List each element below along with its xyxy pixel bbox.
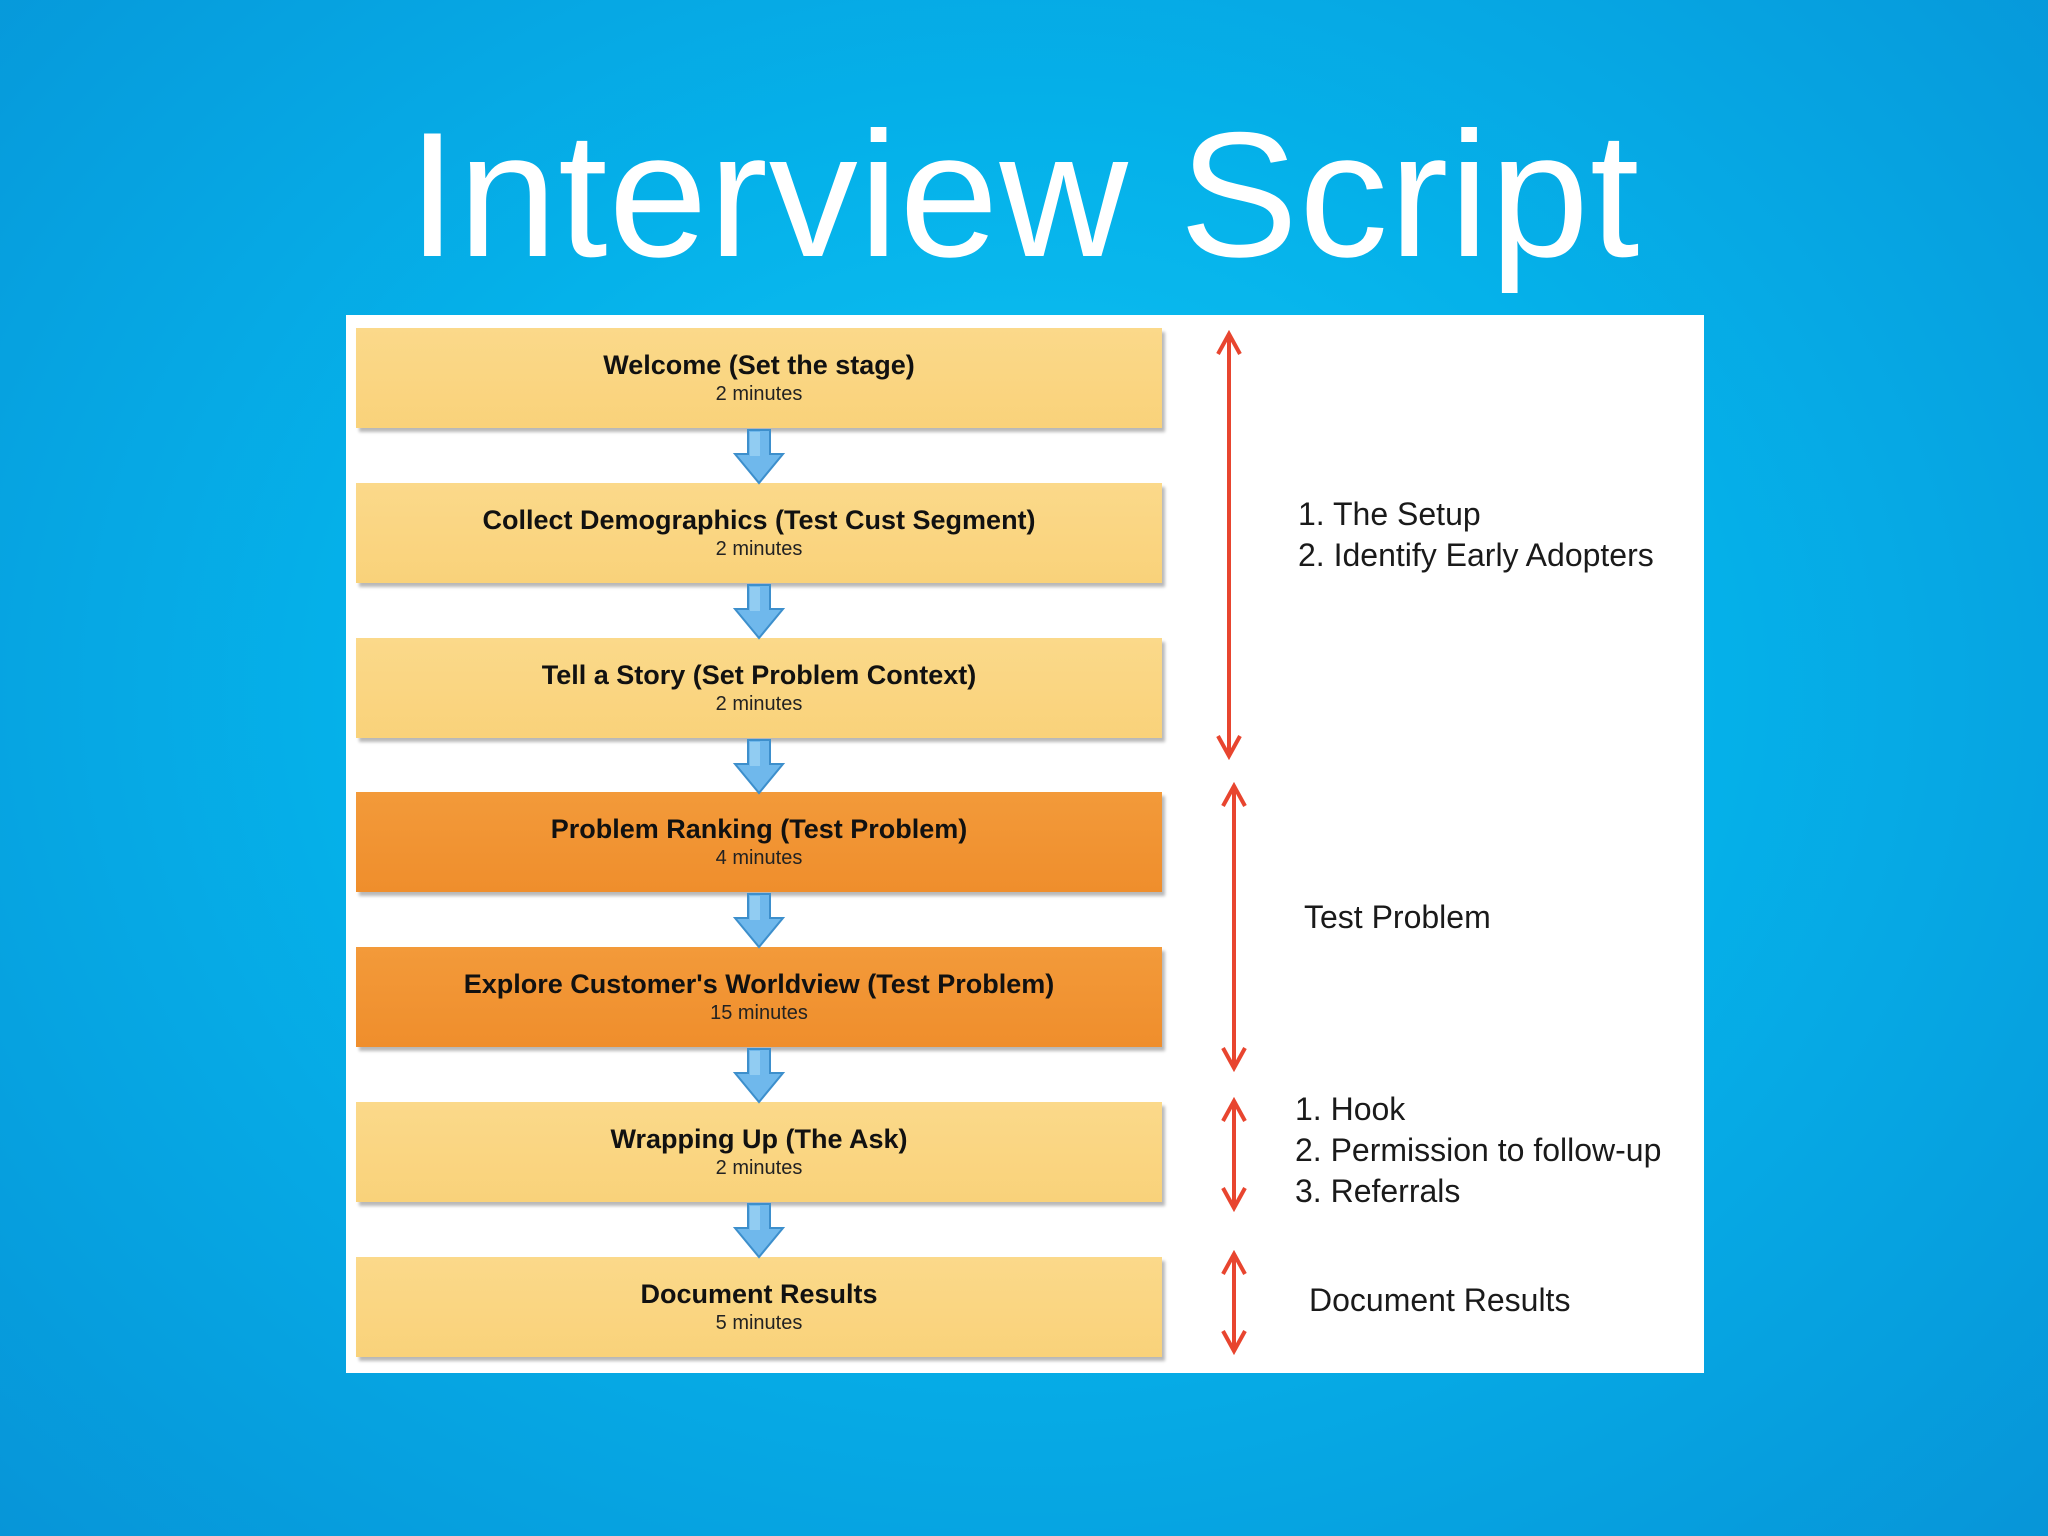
- phase-note-wrap-up: 1. Hook 2. Permission to follow-up 3. Re…: [1295, 1089, 1661, 1212]
- step-title: Wrapping Up (The Ask): [610, 1124, 908, 1154]
- step-title: Document Results: [640, 1279, 878, 1309]
- phase-note-line: Test Problem: [1304, 899, 1491, 935]
- phase-note-document-results: Document Results: [1309, 1280, 1570, 1321]
- slide-title: Interview Script: [407, 95, 1641, 294]
- step-title: Problem Ranking (Test Problem): [550, 814, 968, 844]
- phase-note-setup: 1. The Setup 2. Identify Early Adopters: [1298, 494, 1654, 576]
- step-duration: 2 minutes: [715, 693, 803, 715]
- step-duration: 5 minutes: [715, 1312, 803, 1334]
- down-arrow-icon: [732, 429, 786, 485]
- step-wrapping-up: Wrapping Up (The Ask) 2 minutes: [356, 1102, 1162, 1202]
- phase-note-line: Document Results: [1309, 1282, 1571, 1318]
- step-title: Welcome (Set the stage): [603, 350, 915, 380]
- phase-note-line: 1. The Setup: [1298, 496, 1481, 532]
- down-arrow-icon: [732, 584, 786, 640]
- step-title: Tell a Story (Set Problem Context): [541, 660, 977, 690]
- step-title: Explore Customer's Worldview (Test Probl…: [463, 969, 1055, 999]
- interview-flow-diagram: Welcome (Set the stage) 2 minutes Collec…: [346, 315, 1704, 1373]
- phase-note-line: 3. Referrals: [1295, 1173, 1461, 1209]
- step-duration: 2 minutes: [715, 538, 803, 560]
- step-duration: 2 minutes: [715, 383, 803, 405]
- step-tell-a-story: Tell a Story (Set Problem Context) 2 min…: [356, 638, 1162, 738]
- step-title: Collect Demographics (Test Cust Segment): [482, 505, 1036, 535]
- double-arrow-icon: [1221, 1250, 1247, 1355]
- step-document-results: Document Results 5 minutes: [356, 1257, 1162, 1357]
- step-duration: 4 minutes: [715, 847, 803, 869]
- double-arrow-icon: [1216, 330, 1242, 760]
- double-arrow-icon: [1221, 1097, 1247, 1212]
- phase-note-line: 2. Permission to follow-up: [1295, 1132, 1662, 1168]
- down-arrow-icon: [732, 893, 786, 949]
- step-welcome: Welcome (Set the stage) 2 minutes: [356, 328, 1162, 428]
- step-explore-worldview: Explore Customer's Worldview (Test Probl…: [356, 947, 1162, 1047]
- phase-note-line: 1. Hook: [1295, 1091, 1406, 1127]
- phase-note-line: 2. Identify Early Adopters: [1298, 537, 1654, 573]
- double-arrow-icon: [1221, 782, 1247, 1072]
- step-problem-ranking: Problem Ranking (Test Problem) 4 minutes: [356, 792, 1162, 892]
- down-arrow-icon: [732, 1048, 786, 1104]
- phase-note-test-problem: Test Problem: [1304, 897, 1491, 938]
- step-duration: 15 minutes: [710, 1002, 808, 1024]
- down-arrow-icon: [732, 1203, 786, 1259]
- step-collect-demographics: Collect Demographics (Test Cust Segment)…: [356, 483, 1162, 583]
- down-arrow-icon: [732, 739, 786, 795]
- step-duration: 2 minutes: [715, 1157, 803, 1179]
